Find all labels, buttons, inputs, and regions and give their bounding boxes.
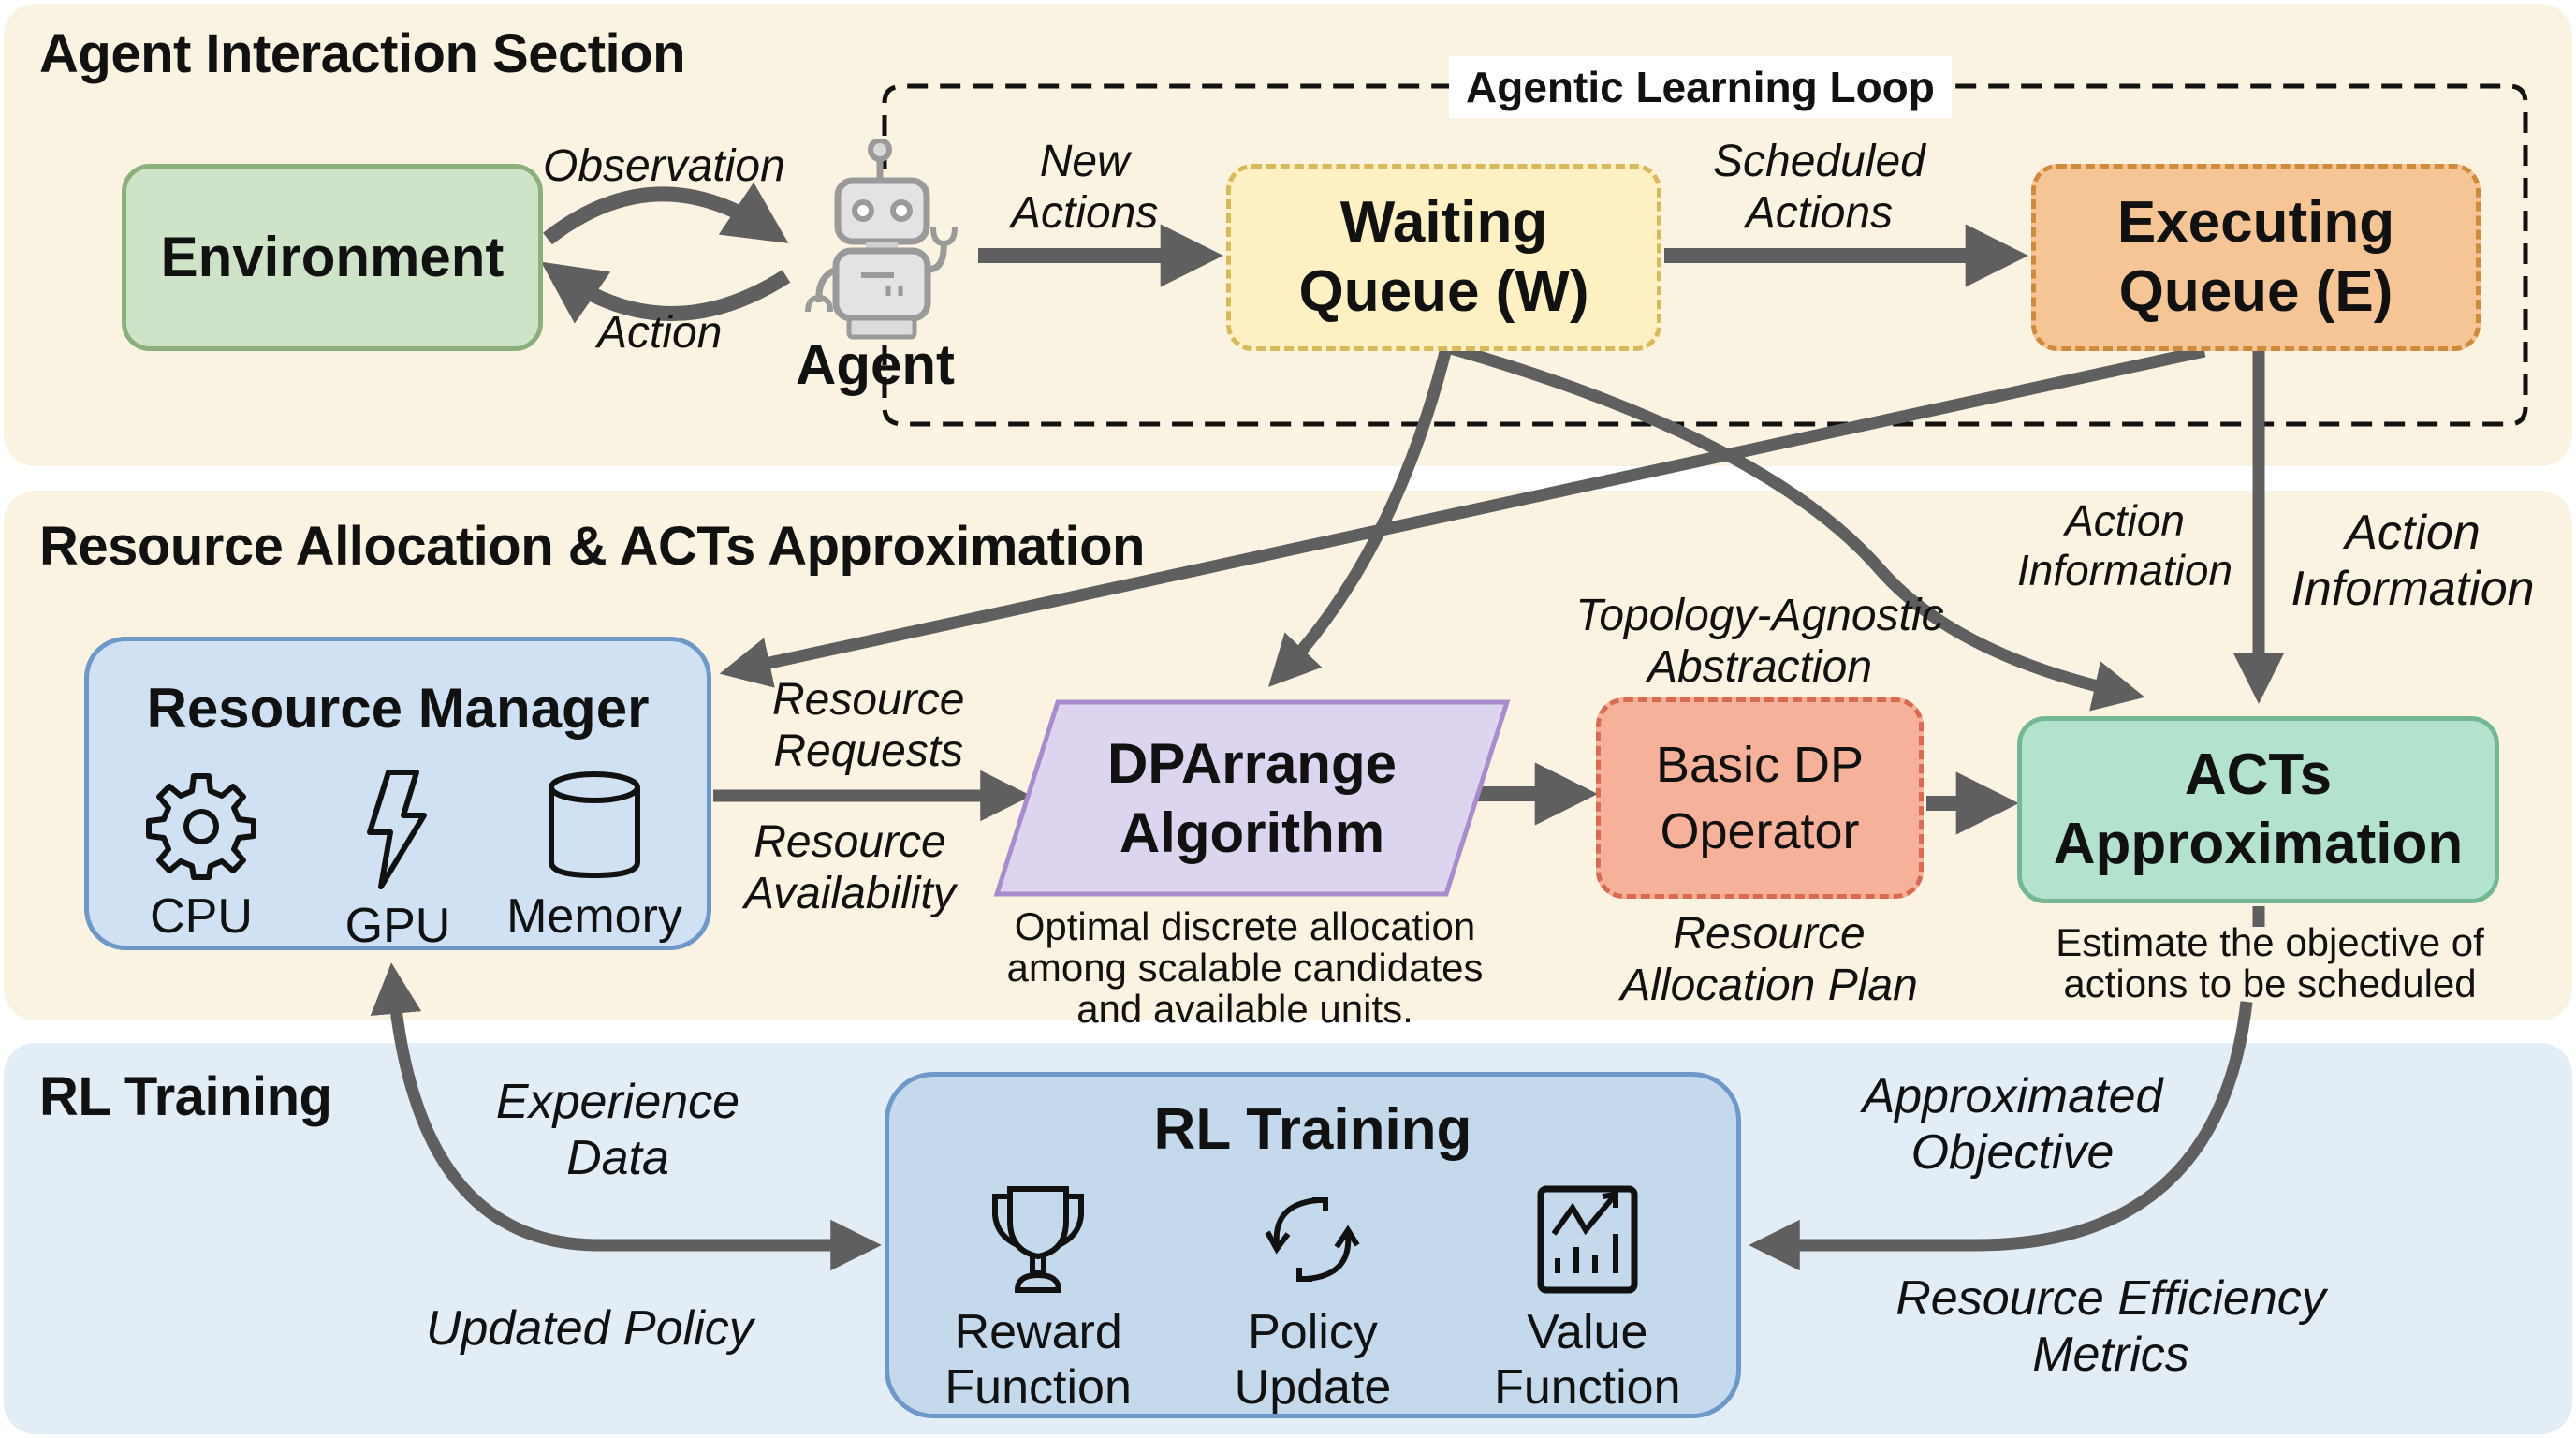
resource-cpu: CPU bbox=[122, 769, 281, 954]
environment-label: Environment bbox=[160, 226, 505, 288]
basic-dp-line2: Operator bbox=[1660, 802, 1860, 859]
resource-manager-node[interactable]: Resource Manager CPU GPU Memory bbox=[84, 637, 711, 953]
resource-availability-label: Resource Availability bbox=[744, 816, 956, 919]
reward-function: Reward Function bbox=[926, 1183, 1150, 1415]
gpu-label: GPU bbox=[344, 899, 451, 953]
dparrange-line1: DPArrange bbox=[1107, 732, 1397, 796]
trophy-icon bbox=[992, 1186, 1085, 1294]
resource-availability-line2: Availability bbox=[744, 869, 956, 919]
executing-queue-node[interactable]: Executing Queue (E) bbox=[2031, 164, 2481, 351]
action-info-2-line1: Action bbox=[2345, 506, 2481, 560]
dparrange-caption-line1: Optimal discrete allocation bbox=[1014, 904, 1476, 948]
agent-label: Agent bbox=[796, 333, 955, 396]
policy-line1: Policy bbox=[1248, 1305, 1378, 1360]
allocation-plan-line1: Resource bbox=[1673, 909, 1866, 959]
acts-caption-line2: actions to be scheduled bbox=[2063, 961, 2477, 1006]
action-information-label-1: Action Information bbox=[1998, 496, 2251, 595]
rl-training-node[interactable]: RL Training Reward Function Policy bbox=[885, 1072, 1741, 1418]
memory-label: Memory bbox=[506, 889, 682, 944]
allocation-plan-label: Resource Allocation Plan bbox=[1573, 908, 1966, 1011]
gear-icon bbox=[146, 773, 256, 880]
action-info-2-line2: Information bbox=[2291, 561, 2535, 616]
resource-efficiency-line2: Metrics bbox=[2032, 1327, 2189, 1382]
waiting-queue-node[interactable]: Waiting Queue (W) bbox=[1226, 164, 1661, 351]
dparrange-caption-line2: among scalable candidates bbox=[1006, 946, 1484, 990]
resource-requests-line2: Requests bbox=[773, 726, 964, 777]
section-title-rl: RL Training bbox=[39, 1066, 332, 1127]
approximated-objective-line2: Objective bbox=[1910, 1124, 2115, 1180]
executing-queue-line2: Queue (E) bbox=[2118, 259, 2393, 324]
basic-dp-operator-node[interactable]: Basic DP Operator bbox=[1596, 697, 1924, 899]
waiting-queue-line1: Waiting bbox=[1339, 189, 1548, 255]
dparrange-caption-line3: and available units. bbox=[1076, 987, 1413, 1032]
action-info-1-line2: Information bbox=[2016, 545, 2233, 594]
policy-line2: Update bbox=[1234, 1359, 1392, 1415]
allocation-plan-line2: Allocation Plan bbox=[1620, 961, 1918, 1011]
agentic-loop-label: Agentic Learning Loop bbox=[1449, 56, 1952, 118]
reward-line2: Function bbox=[944, 1359, 1132, 1415]
dparrange-line2: Algorithm bbox=[1119, 800, 1385, 864]
new-actions-line2: Actions bbox=[1011, 188, 1159, 239]
dparrange-node[interactable]: DPArrange Algorithm bbox=[997, 702, 1507, 894]
cpu-label: CPU bbox=[150, 889, 253, 944]
scheduled-actions-line2: Actions bbox=[1745, 188, 1894, 239]
rl-training-title: RL Training bbox=[1153, 1097, 1472, 1162]
experience-data-line1: Experience bbox=[495, 1075, 740, 1129]
resource-manager-title: Resource Manager bbox=[146, 677, 650, 740]
observation-label: Observation bbox=[543, 141, 785, 191]
cylinder-icon bbox=[549, 771, 640, 879]
waiting-queue-line2: Queue (W) bbox=[1298, 259, 1589, 324]
topology-label: Topology-Agnostic Abstraction bbox=[1526, 590, 1994, 693]
approximated-objective-label: Approximated Objective bbox=[1849, 1069, 2176, 1181]
executing-queue-line1: Executing bbox=[2116, 189, 2395, 255]
resource-requests-line1: Resource bbox=[772, 675, 965, 725]
resource-efficiency-line1: Resource Efficiency bbox=[1895, 1271, 2326, 1326]
updated-policy-label: Updated Policy bbox=[426, 1301, 754, 1356]
new-actions-label: New Actions bbox=[1011, 136, 1158, 239]
dparrange-caption: Optimal discrete allocation among scalab… bbox=[992, 904, 1498, 1032]
topology-line2: Abstraction bbox=[1647, 642, 1873, 693]
experience-data-label: Experience Data bbox=[477, 1075, 758, 1187]
scheduled-actions-label: Scheduled Actions bbox=[1713, 136, 1925, 239]
acts-approximation-node[interactable]: ACTs Approximation bbox=[2017, 716, 2499, 903]
section-title-resource: Resource Allocation & ACTs Approximation bbox=[39, 516, 1145, 577]
approximated-objective-line1: Approximated bbox=[1862, 1069, 2163, 1123]
environment-node[interactable]: Environment bbox=[122, 164, 543, 351]
new-actions-line1: New bbox=[1039, 137, 1130, 186]
value-line2: Function bbox=[1494, 1359, 1681, 1415]
value-line1: Value bbox=[1527, 1305, 1648, 1360]
value-function: Value Function bbox=[1475, 1183, 1700, 1415]
acts-line1: ACTs bbox=[2184, 741, 2333, 807]
reward-line1: Reward bbox=[954, 1305, 1122, 1360]
resource-memory: Memory bbox=[506, 769, 682, 954]
policy-update: Policy Update bbox=[1200, 1183, 1425, 1415]
resource-availability-line1: Resource bbox=[754, 817, 946, 867]
refresh-icon bbox=[1265, 1197, 1361, 1283]
lightning-icon bbox=[367, 770, 427, 889]
resource-efficiency-label: Resource Efficiency Metrics bbox=[1867, 1271, 2354, 1384]
acts-caption: Estimate the objective of actions to be … bbox=[2031, 920, 2509, 1006]
action-label: Action bbox=[597, 308, 723, 358]
scheduled-actions-line1: Scheduled bbox=[1713, 137, 1925, 186]
resource-gpu: GPU bbox=[318, 769, 477, 954]
acts-line2: Approximation bbox=[2053, 812, 2464, 876]
experience-data-line2: Data bbox=[566, 1130, 669, 1185]
robot-icon bbox=[805, 139, 958, 340]
action-info-1-line1: Action bbox=[2065, 496, 2185, 545]
chart-icon bbox=[1537, 1185, 1638, 1294]
acts-caption-line1: Estimate the objective of bbox=[2056, 920, 2484, 964]
basic-dp-line1: Basic DP bbox=[1655, 737, 1865, 794]
topology-line1: Topology-Agnostic bbox=[1575, 591, 1944, 640]
section-title-agent: Agent Interaction Section bbox=[39, 23, 686, 84]
resource-requests-label: Resource Requests bbox=[772, 674, 964, 777]
action-information-label-2: Action Information bbox=[2279, 506, 2546, 618]
